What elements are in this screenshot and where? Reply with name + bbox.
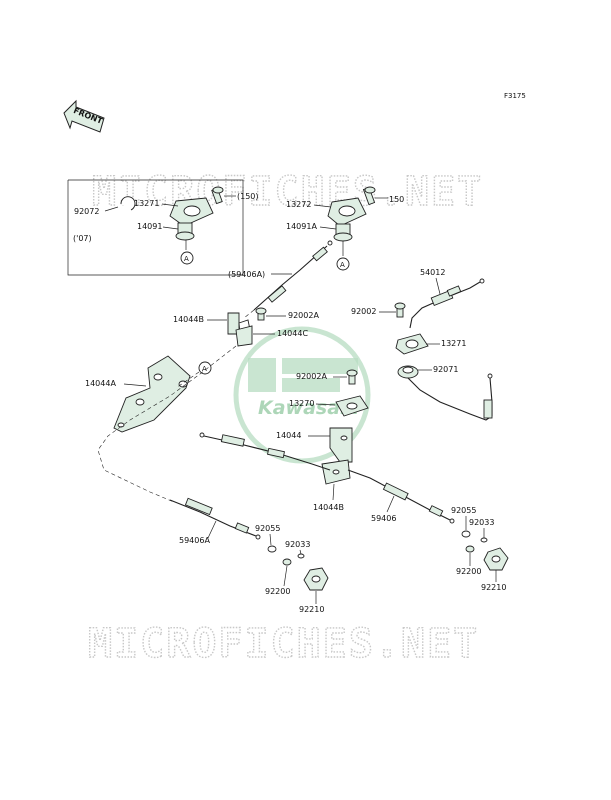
label-92002a-top: 92002A bbox=[288, 311, 319, 320]
label-14044: 14044 bbox=[276, 431, 301, 440]
variant-07-box bbox=[67, 179, 244, 276]
left-plate-assembly bbox=[120, 186, 224, 250]
watermark-bottom: MICROFICHES.NET bbox=[88, 621, 479, 667]
figure-code: F3175 bbox=[504, 92, 526, 100]
label-13271-left: 13271 bbox=[134, 199, 159, 208]
callout-a-mid bbox=[198, 361, 212, 375]
ring-92033-left bbox=[297, 553, 305, 559]
label-92002a-mid: 92002A bbox=[296, 372, 327, 381]
ring-92033-right bbox=[480, 537, 488, 543]
cable-59406a-lower bbox=[169, 497, 261, 540]
bracket-14044b-top bbox=[227, 307, 267, 347]
washer-92200-left bbox=[282, 558, 292, 566]
label-92072: 92072 bbox=[74, 207, 99, 216]
bracket-14044a bbox=[113, 355, 191, 433]
label-92210-right: 92210 bbox=[481, 583, 506, 592]
label-54012: 54012 bbox=[420, 268, 445, 277]
clip-92072 bbox=[120, 196, 136, 211]
label-92055-left: 92055 bbox=[255, 524, 280, 533]
label-14044c: 14044C bbox=[277, 329, 308, 338]
logo-text: Kawasaki bbox=[258, 397, 360, 419]
label-150-left: (150) bbox=[237, 192, 259, 201]
label-14091: 14091 bbox=[137, 222, 162, 231]
left-fittings bbox=[267, 545, 329, 591]
front-arrow-icon: FRONT bbox=[63, 99, 105, 133]
label-150-right: 150 bbox=[389, 195, 404, 204]
label-92200-left: 92200 bbox=[265, 587, 290, 596]
label-14044b-top: 14044B bbox=[173, 315, 204, 324]
svg-text:A: A bbox=[340, 261, 345, 269]
oring-92055-right bbox=[461, 530, 471, 538]
label-59406a-paren: (59406A) bbox=[228, 270, 265, 279]
cable-middle bbox=[199, 432, 331, 471]
label-13270: 13270 bbox=[289, 399, 314, 408]
label-92210-left: 92210 bbox=[299, 605, 324, 614]
label-92055-right: 92055 bbox=[451, 506, 476, 515]
label-59406: 59406 bbox=[371, 514, 396, 523]
right-link-assembly bbox=[394, 278, 493, 421]
label-92200-right: 92200 bbox=[456, 567, 481, 576]
label-13272: 13272 bbox=[286, 200, 311, 209]
bracket-14044 bbox=[321, 427, 353, 485]
svg-text:A: A bbox=[202, 365, 207, 373]
callout-a-left bbox=[180, 251, 194, 265]
watermark-top: MICROFICHES.NET bbox=[92, 169, 483, 215]
label-59406a: 59406A bbox=[179, 536, 210, 545]
callout-a-right bbox=[336, 257, 350, 271]
label-92033-right: 92033 bbox=[469, 518, 494, 527]
label-92033-left: 92033 bbox=[285, 540, 310, 549]
middle-plate bbox=[335, 369, 369, 417]
right-fittings bbox=[461, 530, 509, 571]
label-14091a: 14091A bbox=[286, 222, 317, 231]
label-92071: 92071 bbox=[433, 365, 458, 374]
cable-59406 bbox=[347, 469, 455, 524]
year-note: ('07) bbox=[73, 234, 92, 243]
label-92002: 92002 bbox=[351, 307, 376, 316]
cable-59406a-upper bbox=[253, 240, 333, 311]
label-14044b-bottom: 14044B bbox=[313, 503, 344, 512]
svg-text:A: A bbox=[184, 255, 189, 263]
right-plate-assembly bbox=[327, 186, 376, 256]
label-14044a: 14044A bbox=[85, 379, 116, 388]
washer-92200-right bbox=[465, 545, 475, 553]
label-13271-right: 13271 bbox=[441, 339, 466, 348]
oring-92055-left bbox=[267, 545, 277, 553]
